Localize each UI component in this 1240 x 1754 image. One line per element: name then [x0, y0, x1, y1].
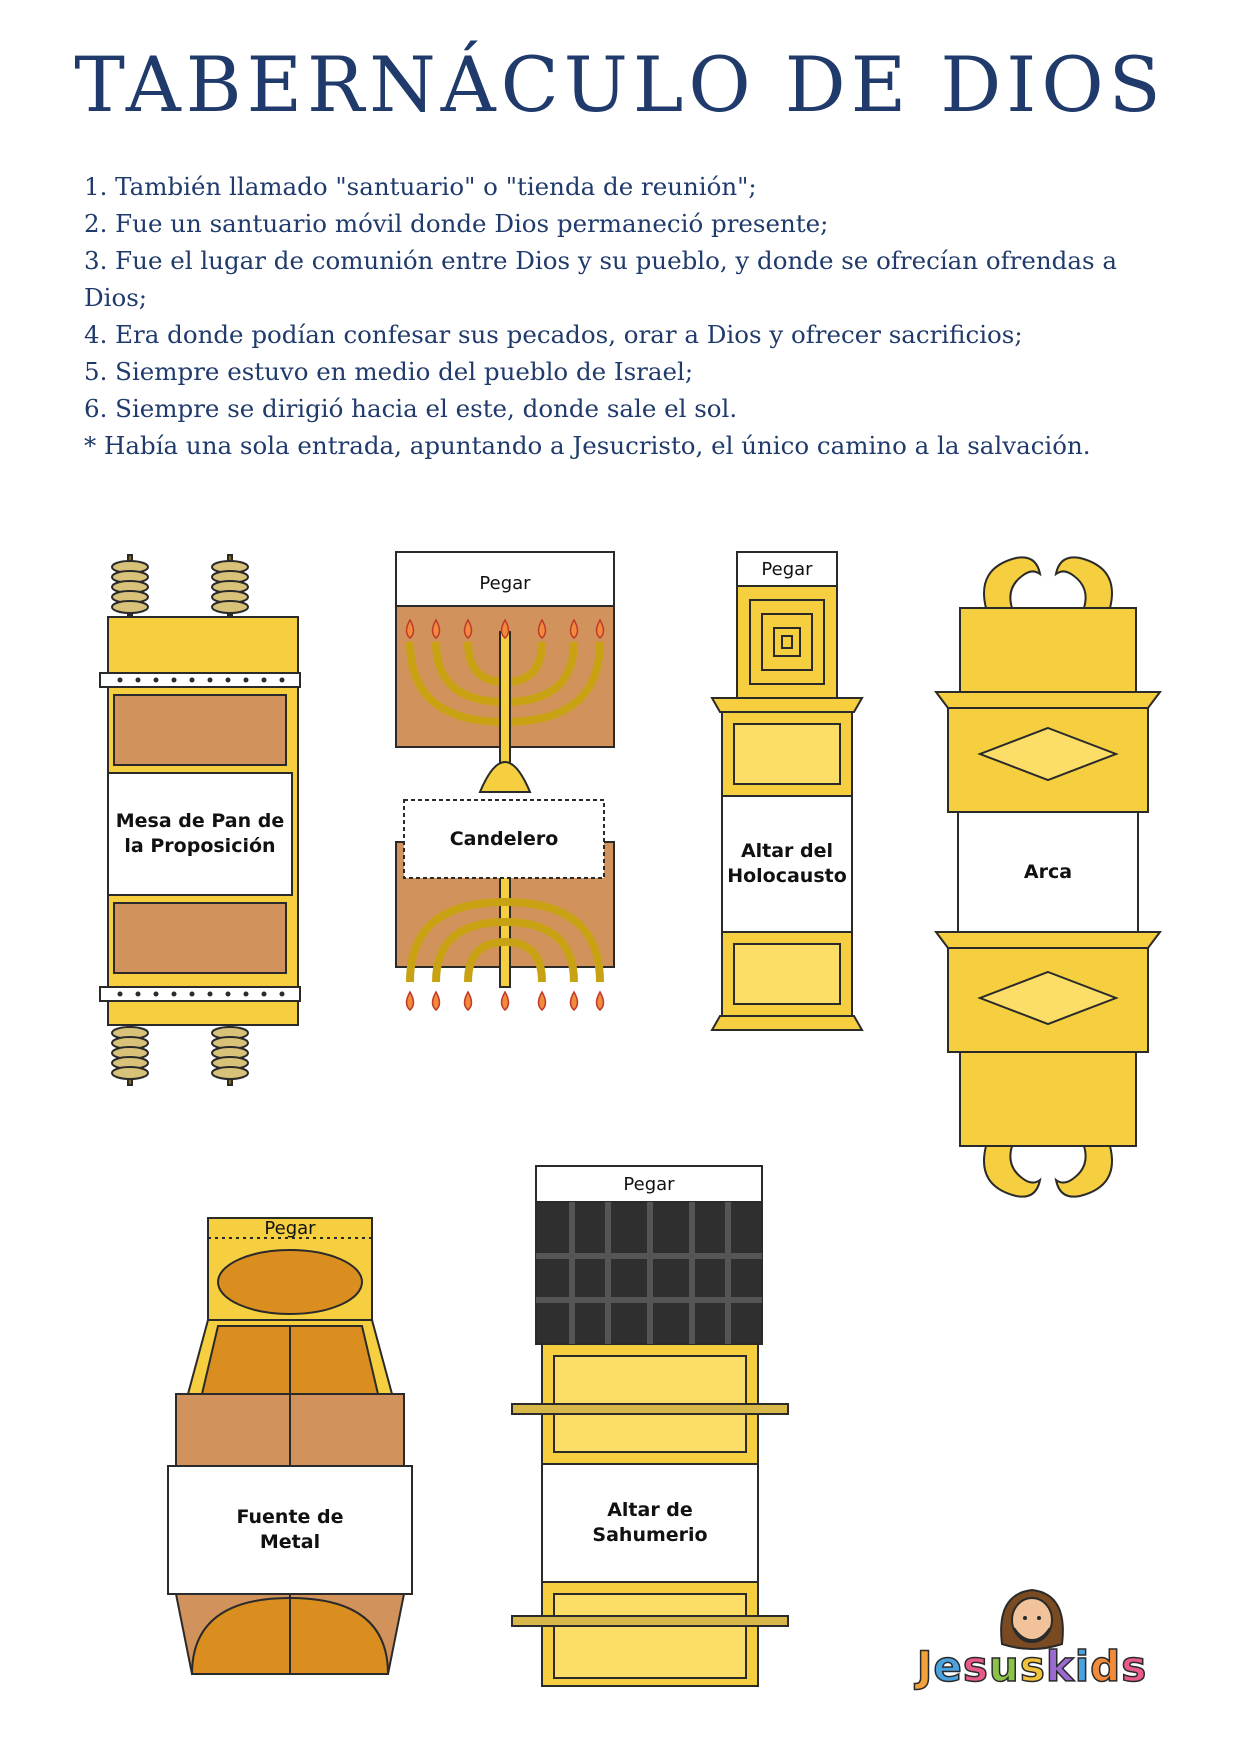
fact-note: * Había una sola entrada, apuntando a Je… — [84, 431, 1091, 460]
spool-icon — [111, 1024, 249, 1086]
cherub-icon — [983, 556, 1042, 609]
altar-holocausto-illustration — [710, 551, 864, 1031]
jesuskids-logo: Jesuskids — [912, 1584, 1152, 1704]
page-title: TABERNÁCULO DE DIOS — [74, 40, 1166, 129]
arca-label: Arca — [1023, 860, 1073, 883]
altar-holocausto-cutout: Pegar Altar del Holocausto — [710, 551, 864, 1057]
label-panel — [107, 772, 293, 896]
altar-sahumerio-cutout: Pegar Altar de Sahumerio — [508, 1165, 792, 1690]
fact-item: 3. Fue el lugar de comunión entre Dios y… — [84, 246, 1117, 312]
fact-item: 2. Fue un santuario móvil donde Dios per… — [84, 209, 829, 238]
candelero-illustration — [395, 551, 615, 1011]
fact-item: 4. Era donde podían confesar sus pecados… — [84, 320, 1023, 349]
arca-illustration — [934, 556, 1162, 1198]
logo-letter: u — [988, 1641, 1020, 1692]
logo-letter: k — [1045, 1641, 1075, 1692]
candelero-pegar-tab: Pegar — [479, 572, 531, 594]
fact-item: 6. Siempre se dirigió hacia el este, don… — [84, 394, 738, 423]
altar-holocausto-pegar-tab: Pegar — [761, 558, 813, 580]
mesa-label: Mesa de Pan de la Proposición — [115, 810, 285, 857]
candelero-label: Candelero — [449, 827, 559, 850]
cherub-icon — [1054, 556, 1113, 609]
logo-letter: i — [1074, 1641, 1091, 1692]
cherub-icon — [1054, 1145, 1113, 1198]
altar-sahumerio-label: Altar de Sahumerio — [592, 1499, 708, 1546]
logo-letter: s — [1019, 1641, 1046, 1692]
arca-cutout: Arca — [934, 548, 1162, 1208]
altar-sahumerio-pegar-tab: Pegar — [623, 1173, 675, 1195]
mesa-illustration — [99, 554, 301, 1086]
label-panel — [403, 799, 605, 879]
logo-letter: e — [933, 1641, 963, 1692]
logo-letter: d — [1089, 1641, 1122, 1692]
logo-letter: s — [1120, 1641, 1148, 1692]
jesus-face-icon — [1000, 1588, 1064, 1650]
cherub-icon — [983, 1145, 1042, 1198]
fuente-label: Fuente de Metal — [236, 1506, 344, 1553]
logo-letter: s — [962, 1641, 989, 1692]
facts-list: 1. También llamado "santuario" o "tienda… — [84, 168, 1174, 464]
logo-letter: J — [916, 1641, 934, 1692]
fuente-illustration — [167, 1217, 413, 1675]
flame-icon — [405, 618, 605, 639]
fact-item: 1. También llamado "santuario" o "tienda… — [84, 172, 757, 201]
mesa-cutout: Mesa de Pan de la Proposición — [99, 554, 301, 1115]
menorah-top-icon — [406, 631, 604, 793]
altar-sahumerio-illustration — [511, 1165, 789, 1687]
fuente-pegar-tab: Pegar — [264, 1217, 316, 1239]
logo-text: Jesuskids — [912, 1641, 1152, 1692]
fuente-cutout: Pegar Fuente de Metal — [167, 1217, 413, 1678]
altar-holocausto-label: Altar del Holocausto — [727, 840, 847, 887]
fact-item: 5. Siempre estuvo en medio del pueblo de… — [84, 357, 694, 386]
flame-icon — [405, 990, 605, 1011]
spool-icon — [111, 554, 249, 616]
candelero-cutout: Pegar Candelero — [395, 551, 616, 1072]
